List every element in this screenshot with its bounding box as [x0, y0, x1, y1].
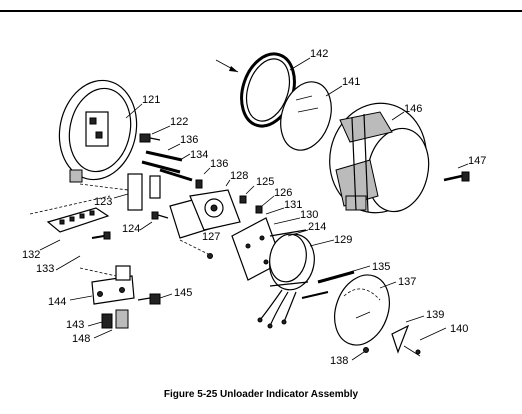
top-rule	[0, 10, 522, 12]
screw-147-part	[443, 171, 470, 182]
label-141: 141	[342, 76, 360, 88]
label-135: 135	[372, 261, 390, 273]
label-132: 132	[22, 249, 40, 261]
label-138: 138	[330, 355, 348, 367]
spacer-143-148-part	[101, 309, 129, 329]
label-144: 144	[48, 296, 66, 308]
label-137: 137	[398, 276, 416, 288]
label-214: 214	[308, 221, 326, 233]
label-131: 131	[284, 199, 302, 211]
label-146: 146	[404, 103, 422, 115]
fastener-122-part	[139, 133, 161, 143]
label-121: 121	[142, 94, 160, 106]
figure-caption: Figure 5-25 Unloader Indicator Assembly	[163, 389, 359, 400]
shaft-135-part	[301, 270, 355, 299]
base-plate-part	[58, 79, 138, 183]
label-128: 128	[230, 170, 248, 182]
switch-bracket-part	[169, 179, 241, 259]
terminal-block-part	[29, 195, 111, 240]
housing-cover-part	[329, 102, 430, 214]
screw-124-part	[151, 211, 169, 220]
rod-136-part	[141, 150, 183, 174]
label-148: 148	[72, 333, 90, 345]
lens-part	[280, 81, 332, 151]
label-133: 133	[36, 263, 54, 275]
screws-125-126-part	[239, 195, 263, 214]
label-129: 129	[334, 234, 352, 246]
dial-part	[334, 274, 390, 346]
label-130: 130	[300, 209, 318, 221]
label-124: 124	[122, 223, 140, 235]
label-139: 139	[426, 309, 444, 321]
label-122: 122	[170, 116, 188, 128]
bracket-123-part	[79, 173, 161, 211]
arrow-142	[215, 59, 239, 73]
part-labels: 142 141 146 121 122 136 134 136 128 125 …	[22, 48, 486, 367]
label-134: 134	[190, 149, 208, 161]
label-127: 127	[202, 231, 220, 243]
arrow-140	[403, 345, 421, 357]
label-140: 140	[450, 323, 468, 335]
label-125: 125	[256, 176, 274, 188]
motor-part	[257, 229, 315, 329]
label-145: 145	[174, 287, 192, 299]
screw-138-part	[363, 347, 369, 353]
label-136-upper: 136	[180, 134, 198, 146]
label-126: 126	[274, 187, 292, 199]
label-147: 147	[468, 155, 486, 167]
mount-bracket-part	[79, 265, 161, 305]
label-136-lower: 136	[210, 158, 228, 170]
leader-lines	[39, 57, 469, 361]
pointer-part	[391, 324, 410, 354]
rod-134-part	[159, 168, 193, 182]
label-143: 143	[66, 319, 84, 331]
label-123: 123	[94, 196, 112, 208]
label-142: 142	[310, 48, 328, 60]
